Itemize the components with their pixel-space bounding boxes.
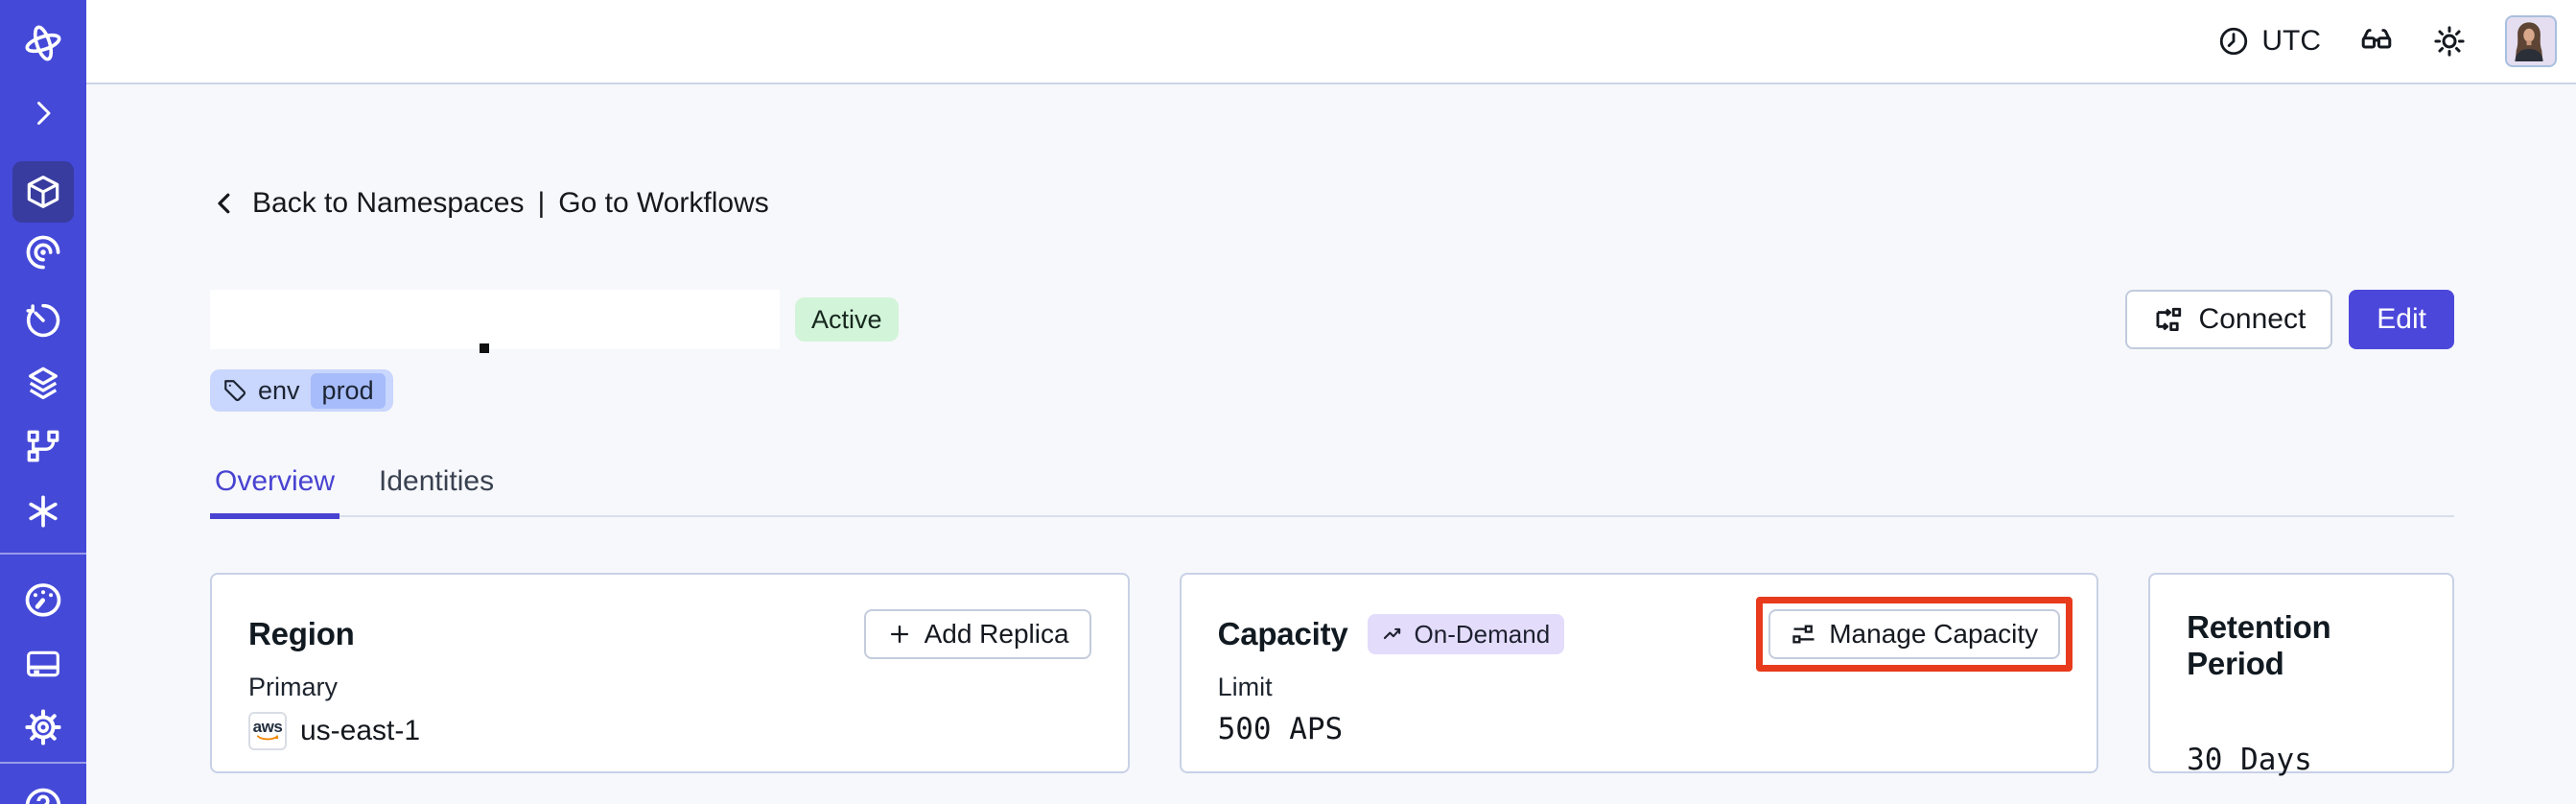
sidebar-divider	[0, 762, 86, 764]
sidebar-item-nexus[interactable]	[0, 426, 86, 466]
region-card-title: Region	[248, 616, 355, 651]
sidebar-item-deployments[interactable]	[0, 363, 86, 403]
clock-icon	[2220, 27, 2248, 56]
retention-value: 30 Days	[2187, 743, 2312, 777]
redaction-artifact	[480, 343, 489, 353]
settings-gear-icon	[25, 709, 61, 745]
namespaces-cube-icon	[27, 176, 59, 208]
sidebar-item-support[interactable]	[0, 785, 86, 804]
usage-gauge-icon	[25, 583, 61, 617]
sidebar	[0, 0, 86, 804]
capacity-card-title: Capacity	[1217, 616, 1348, 651]
sidebar-item-workflows[interactable]	[0, 231, 86, 273]
manage-capacity-button[interactable]: Manage Capacity	[1768, 609, 2061, 659]
sidebar-item-namespaces[interactable]	[12, 161, 74, 223]
tab-identities[interactable]: Identities	[379, 465, 495, 497]
user-avatar[interactable]	[2505, 15, 2557, 67]
labs-glasses-icon[interactable]	[2359, 24, 2394, 59]
annotation-highlight-box: Manage Capacity	[1756, 597, 2073, 672]
avatar-image	[2507, 17, 2551, 61]
capacity-title-group: Capacity On-Demand	[1218, 614, 1565, 654]
sidebar-expand-icon[interactable]	[0, 96, 86, 130]
sidebar-divider	[0, 553, 86, 555]
temporal-logo-icon[interactable]	[0, 22, 86, 64]
aws-smile-icon	[256, 735, 279, 741]
sidebar-item-settings[interactable]	[0, 707, 86, 747]
timezone-label: UTC	[2261, 25, 2321, 57]
namespace-tag: env prod	[210, 369, 393, 412]
tag-key: env	[258, 375, 300, 405]
deployments-layers-icon	[29, 367, 58, 400]
manage-capacity-label: Manage Capacity	[1829, 619, 2039, 649]
back-chevron-icon[interactable]	[210, 189, 239, 218]
breadcrumb: Back to Namespaces | Go to Workflows	[210, 186, 2454, 221]
add-replica-label: Add Replica	[924, 619, 1069, 649]
trending-up-icon	[1383, 627, 1400, 639]
tabs: Overview Identities	[210, 465, 2454, 519]
nexus-branch-icon	[27, 430, 59, 462]
namespace-title-redacted	[210, 290, 780, 353]
capacity-card-header: Capacity On-Demand	[1218, 597, 2073, 672]
namespace-detail-page: Back to Namespaces | Go to Workflows Act…	[86, 86, 2576, 804]
batch-operations-asterisk-icon	[29, 495, 58, 528]
aws-provider-icon: aws	[248, 712, 287, 750]
topbar: UTC	[86, 0, 2576, 84]
sidebar-item-batch-operations[interactable]	[0, 491, 86, 532]
retention-card-title: Retention Period	[2187, 609, 2331, 681]
sidebar-item-schedules[interactable]	[0, 300, 86, 341]
capacity-card: Capacity On-Demand	[1179, 573, 2099, 773]
timezone-selector[interactable]: UTC	[2217, 25, 2321, 58]
workflows-icon	[26, 235, 60, 270]
breadcrumb-separator: |	[537, 187, 546, 219]
connect-icon	[2156, 307, 2181, 332]
sidebar-item-usage[interactable]	[0, 579, 86, 621]
region-value: us-east-1	[300, 715, 421, 746]
support-icon	[25, 788, 61, 804]
theme-sun-icon[interactable]	[2432, 24, 2467, 59]
tag-row: env prod	[210, 369, 2454, 412]
connect-button[interactable]: Connect	[2124, 290, 2333, 349]
tag-icon	[224, 380, 246, 401]
go-to-workflows-link[interactable]: Go to Workflows	[558, 187, 769, 219]
billing-card-icon	[27, 650, 59, 677]
capacity-value: 500 APS	[1217, 712, 1344, 746]
retention-card: Retention Period 30 Days	[2148, 573, 2454, 777]
limit-label: Limit	[1217, 673, 1273, 701]
region-value-row: aws us-east-1	[248, 712, 1091, 750]
connect-button-label: Connect	[2198, 303, 2307, 335]
schedules-icon	[26, 303, 60, 338]
on-demand-label: On-Demand	[1414, 619, 1551, 649]
edit-button[interactable]: Edit	[2349, 290, 2454, 349]
retention-card-header: Retention Period	[2187, 609, 2416, 682]
sidebar-item-billing[interactable]	[0, 645, 86, 683]
primary-label: Primary	[248, 673, 338, 701]
aws-label: aws	[252, 718, 283, 736]
status-badge: Active	[795, 297, 899, 342]
on-demand-badge: On-Demand	[1367, 614, 1565, 654]
overview-cards: Region Add Replica Primary aws us	[210, 573, 2454, 777]
add-replica-button[interactable]: Add Replica	[863, 609, 1091, 659]
tag-value: prod	[310, 372, 386, 409]
region-card: Region Add Replica Primary aws us	[210, 573, 1130, 773]
region-card-header: Region Add Replica	[248, 609, 1091, 659]
retention-value-row: 30 Days	[2187, 743, 2416, 777]
back-to-namespaces-link[interactable]: Back to Namespaces	[252, 187, 525, 219]
capacity-value-row: 500 APS	[1218, 712, 2061, 746]
sliders-icon	[1792, 625, 1815, 644]
namespace-header: Active Connect Edit	[210, 288, 2454, 353]
edit-button-label: Edit	[2377, 303, 2426, 335]
tab-overview[interactable]: Overview	[210, 465, 340, 519]
plus-icon	[890, 625, 908, 644]
